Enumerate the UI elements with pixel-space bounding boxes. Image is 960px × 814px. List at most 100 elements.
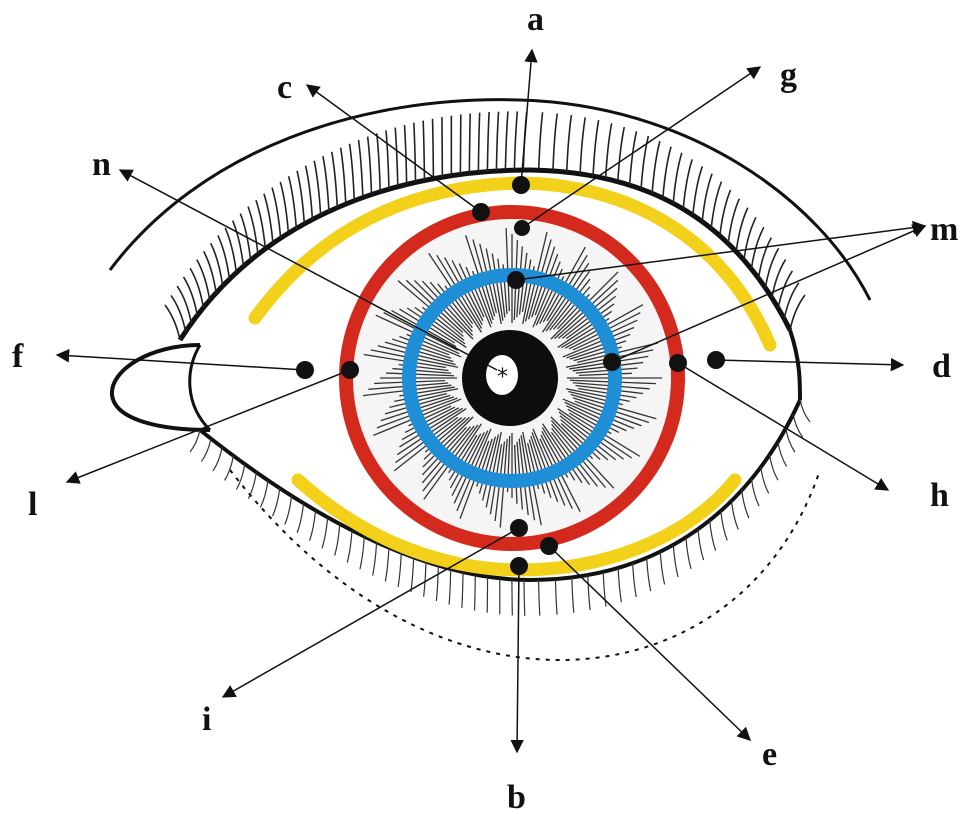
eyelash — [683, 159, 692, 209]
eyelash — [514, 111, 517, 170]
eyelash — [297, 171, 304, 224]
dot-marker-m1-icon — [507, 271, 525, 289]
eyelash — [264, 194, 273, 244]
eyelash — [306, 166, 313, 220]
eyelash — [190, 268, 203, 307]
dot-marker-m2-icon — [603, 353, 621, 371]
center-asterisk-icon: * — [497, 365, 508, 390]
eyelash — [580, 117, 585, 173]
eyelash — [462, 572, 463, 608]
eyelash — [630, 131, 637, 185]
eyelash — [553, 113, 557, 171]
label-b: b — [507, 779, 526, 814]
arrow-e — [549, 546, 750, 740]
eyelash — [539, 112, 543, 170]
eyelash — [171, 295, 186, 331]
eyelash — [184, 277, 198, 315]
eyelash — [398, 553, 401, 587]
dot-marker-d-icon — [707, 351, 725, 369]
dot-marker-f-icon — [296, 361, 314, 379]
eyelash — [751, 479, 759, 506]
eyelash — [742, 490, 749, 518]
eyelash — [310, 510, 316, 540]
eyelash — [728, 199, 739, 244]
eyelash — [765, 248, 778, 287]
eyelash — [800, 400, 810, 422]
eyelash — [373, 542, 377, 575]
eyelash — [213, 447, 222, 471]
eyelash — [297, 503, 303, 533]
eyelash — [487, 112, 489, 172]
eyelash — [165, 305, 180, 340]
eyelash — [647, 558, 651, 591]
eyelash — [593, 120, 599, 176]
eyelash — [784, 283, 799, 319]
dot-marker-a-icon — [512, 176, 530, 194]
eyelash — [686, 537, 691, 569]
eyelash — [260, 480, 268, 507]
eyelash — [360, 536, 364, 569]
eyelash — [341, 148, 346, 204]
eyelash — [350, 144, 355, 201]
eyelash — [201, 439, 211, 462]
eyelash — [505, 111, 508, 170]
eyelash — [368, 137, 372, 195]
eyelash — [359, 140, 363, 198]
eyelash — [469, 113, 470, 173]
eyelash — [539, 580, 540, 616]
label-n: n — [92, 146, 111, 183]
eyelash — [588, 575, 590, 610]
label-f: f — [12, 338, 24, 375]
eyelash — [475, 575, 476, 611]
label-g: g — [780, 57, 797, 94]
eyelash — [395, 128, 398, 187]
dot-marker-g-icon — [514, 220, 530, 236]
eyelash — [702, 174, 712, 222]
eyelash — [411, 557, 414, 592]
label-h: h — [930, 477, 949, 514]
eyelash — [285, 496, 292, 525]
eyelash — [778, 442, 787, 467]
eyelash — [272, 188, 281, 239]
eyelash — [314, 161, 320, 216]
eyelash — [377, 133, 380, 191]
eyelash — [524, 580, 525, 616]
eyelash — [572, 577, 574, 612]
eyelash — [693, 166, 702, 215]
eyelash — [652, 141, 660, 193]
label-m: m — [930, 211, 958, 248]
dot-marker-h-icon — [669, 354, 687, 372]
eyelash — [323, 156, 329, 211]
eyelash — [633, 563, 637, 597]
eyelash — [386, 130, 389, 189]
eyelash — [478, 113, 479, 173]
eyelash — [567, 115, 572, 172]
eyelash — [720, 190, 731, 236]
dot-marker-l-icon — [341, 361, 359, 379]
eyelash — [225, 456, 234, 481]
arrow-f — [57, 355, 305, 370]
dot-marker-c-icon — [472, 203, 490, 221]
eyelash — [663, 147, 671, 198]
eyelash — [449, 569, 451, 605]
eyelash — [618, 568, 621, 602]
eyelash — [721, 511, 727, 541]
eyelash — [211, 243, 223, 286]
eyelash — [197, 260, 210, 301]
eyelash — [433, 119, 434, 179]
arrow-a — [521, 50, 532, 185]
label-a: a — [527, 1, 544, 38]
eyelash — [385, 548, 389, 582]
eyelash — [332, 152, 338, 208]
arrow-b — [517, 566, 519, 752]
eyelash — [335, 524, 340, 556]
eyelash — [761, 467, 769, 493]
eyelash — [711, 182, 721, 229]
eyelash — [436, 566, 438, 601]
eyelash — [786, 428, 795, 452]
dot-marker-b-icon — [510, 557, 528, 575]
label-e: e — [762, 736, 777, 773]
eyelash — [414, 123, 416, 183]
eyelash — [404, 125, 406, 184]
